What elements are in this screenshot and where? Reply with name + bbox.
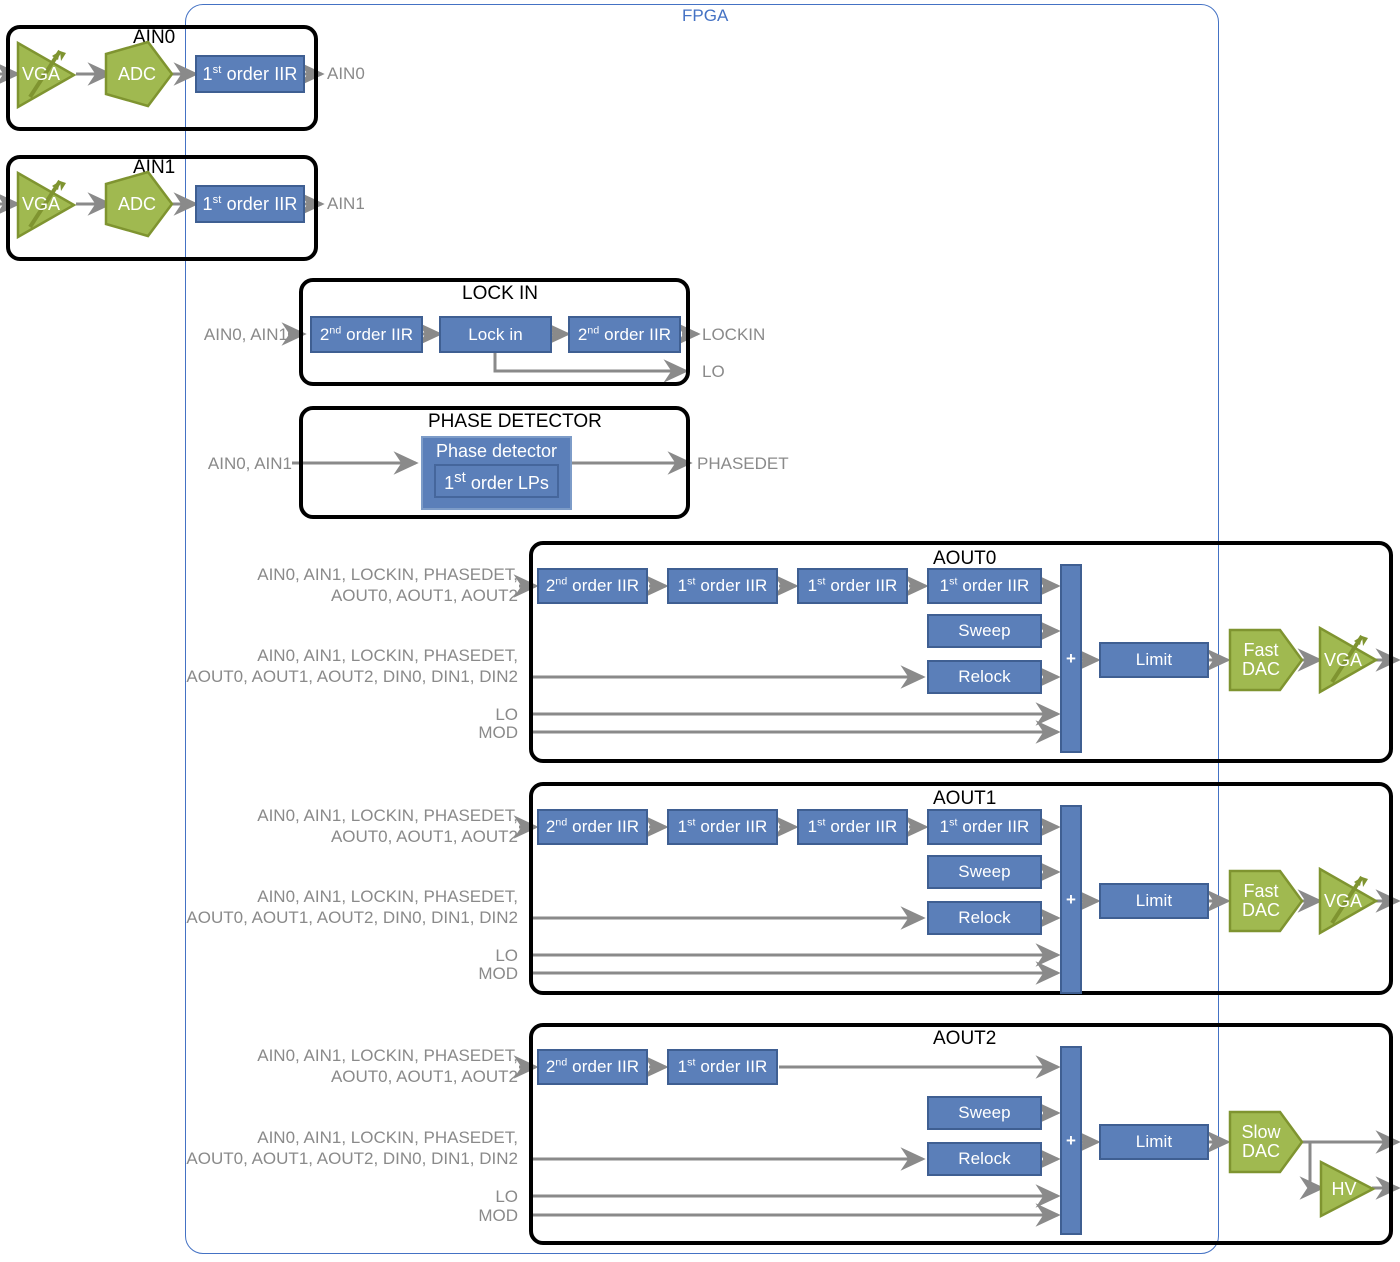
aout2-dac [1228,1106,1306,1178]
phase-detector-block-title: Phase detector [435,441,558,461]
aout1-input-2: LO [495,946,518,965]
aout2-summing-bar: + [1060,1046,1082,1235]
aout1-chain-0: 2nd order IIR [537,809,648,845]
aout2-chain-0: 2nd order IIR [537,1049,648,1085]
aout2-input-1: AIN0, AIN1, LOCKIN, PHASEDET, AOUT0, AOU… [186,1128,518,1168]
adc-ain1 [104,170,174,238]
aout0-chain-3: 1st order IIR [927,568,1042,604]
aout0-summing-bar: + [1060,564,1082,753]
lockin-group [299,278,690,386]
ain0-output-label: AIN0 [327,64,365,83]
phase-detector-input-label: AIN0, AIN1 [207,454,292,473]
lockin-input-label: AIN0, AIN1 [203,325,288,344]
ain1-output-label: AIN1 [327,194,365,213]
lockin-output-label: LOCKIN [702,325,766,344]
aout2-sweep: Sweep [927,1096,1042,1130]
aout1-chain-3: 1st order IIR [927,809,1042,845]
aout2-relock: Relock [927,1142,1042,1176]
phasedet-output-label: PHASEDET [697,454,789,473]
aout1-limit: Limit [1099,883,1209,919]
vga-ain1 [14,165,78,245]
aout1-sweep: Sweep [927,855,1042,889]
aout0-group [529,541,1393,763]
aout0-dac [1228,624,1306,696]
ain0-group [6,25,318,131]
aout0-limit: Limit [1099,642,1209,678]
aout1-chain-1: 1st order IIR [667,809,778,845]
iir-ain1-label: 1st order IIR [202,193,298,214]
lockin-group-title: LOCK IN [462,283,539,304]
aout0-input-1: AIN0, AIN1, LOCKIN, PHASEDET, AOUT0, AOU… [186,646,518,686]
phase-detector-lps: 1st order LPs [434,464,559,498]
lo-output-label: LO [702,362,725,381]
aout2-group-title: AOUT2 [933,1028,997,1049]
aout1-input-3: MOD [478,964,518,983]
aout2-chain-1: 1st order IIR [667,1049,778,1085]
aout2-hv-amp [1318,1158,1376,1220]
aout1-group [529,782,1393,995]
aout0-input-2: LO [495,705,518,724]
aout0-relock: Relock [927,660,1042,694]
aout1-dac [1228,865,1306,937]
adc-ain0 [104,40,174,108]
iir-ain0: 1st order IIR [195,55,305,93]
lockin-iir-pre: 2nd order IIR [310,316,423,353]
aout0-input-3: MOD [478,723,518,742]
aout1-input-1: AIN0, AIN1, LOCKIN, PHASEDET, AOUT0, AOU… [186,887,518,927]
aout0-chain-2: 1st order IIR [797,568,908,604]
phase-detector-group-title: PHASE DETECTOR [428,411,602,432]
aout0-input-0: AIN0, AIN1, LOCKIN, PHASEDET, AOUT0, AOU… [257,565,518,605]
aout0-chain-1: 1st order IIR [667,568,778,604]
aout2-input-0: AIN0, AIN1, LOCKIN, PHASEDET, AOUT0, AOU… [257,1046,518,1086]
aout2-input-3: MOD [478,1206,518,1225]
lockin-core: Lock in [439,316,552,353]
aout1-input-0: AIN0, AIN1, LOCKIN, PHASEDET, AOUT0, AOU… [257,806,518,846]
iir-ain1: 1st order IIR [195,185,305,223]
aout0-group-title: AOUT0 [933,548,997,569]
iir-ain0-label: 1st order IIR [202,63,298,84]
aout2-limit: Limit [1099,1124,1209,1160]
aout0-chain-0: 2nd order IIR [537,568,648,604]
aout1-vga [1316,861,1380,941]
ain1-group [6,155,318,261]
aout2-group [529,1023,1393,1245]
aout2-input-2: LO [495,1187,518,1206]
lockin-iir-post: 2nd order IIR [568,316,681,353]
fpga-label: FPGA [676,6,735,26]
vga-ain0 [14,35,78,115]
aout0-vga [1316,620,1380,700]
aout0-sweep: Sweep [927,614,1042,648]
aout1-chain-2: 1st order IIR [797,809,908,845]
aout1-group-title: AOUT1 [933,788,997,809]
aout1-summing-bar: + [1060,805,1082,994]
phase-detector-group [299,406,690,519]
aout1-relock: Relock [927,901,1042,935]
